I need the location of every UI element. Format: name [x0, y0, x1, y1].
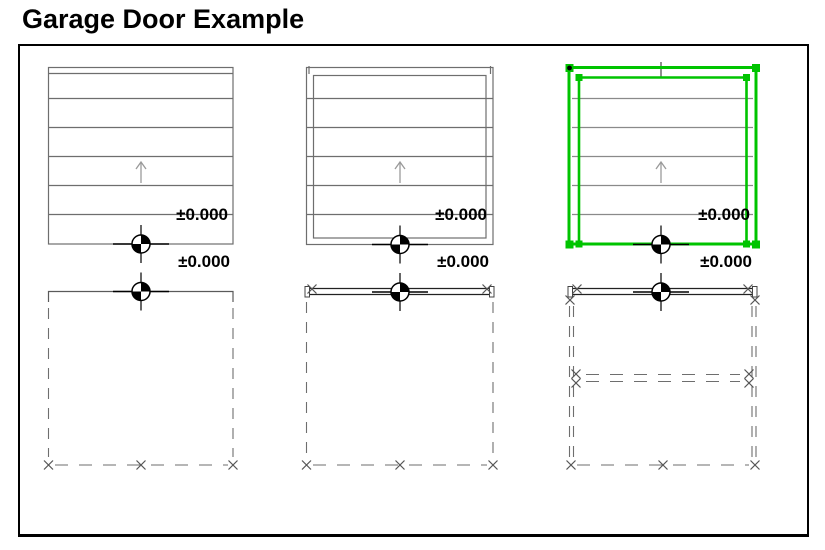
- page-title: Garage Door Example: [22, 4, 305, 34]
- drawing-canvas[interactable]: ±0.000 ±0.000 ±0.000: [20, 46, 807, 534]
- garage-door-symbol-framed[interactable]: ±0.000 ±0.000: [301, 66, 499, 471]
- door-elevation: ±0.000 ±0.000: [305, 66, 494, 271]
- door-elevation: ±0.000 ±0.000: [565, 62, 760, 271]
- garage-door-symbol-plain[interactable]: ±0.000 ±0.000: [43, 66, 239, 471]
- garage-door-symbol-selected[interactable]: ±0.000 ±0.000: [564, 62, 761, 471]
- door-plan-view: [564, 272, 761, 471]
- door-plan-view: [43, 271, 239, 471]
- x-mark-icon: [565, 459, 577, 471]
- level-label-upper: ±0.000: [435, 205, 487, 224]
- x-mark-icon: [743, 377, 755, 389]
- level-marker-icon: [371, 224, 429, 265]
- x-mark-icon: [570, 377, 582, 389]
- drawing-frame: ±0.000 ±0.000 ±0.000: [18, 44, 809, 537]
- up-arrow-icon: [394, 161, 406, 184]
- x-mark-icon: [227, 459, 239, 471]
- x-mark-icon: [570, 368, 582, 380]
- level-marker-icon: [112, 271, 170, 312]
- level-marker-icon: [632, 224, 690, 265]
- level-marker-icon: [112, 224, 170, 264]
- up-arrow-icon: [135, 161, 147, 184]
- level-marker-icon: [632, 272, 690, 312]
- level-label-lower: ±0.000: [700, 252, 752, 271]
- level-label-upper: ±0.000: [176, 205, 228, 224]
- door-elevation: ±0.000 ±0.000: [47, 66, 234, 271]
- door-plan-view: [301, 272, 499, 471]
- level-label-upper: ±0.000: [698, 205, 750, 224]
- x-mark-icon: [749, 459, 761, 471]
- selection-origin-dot: [567, 65, 572, 71]
- level-marker-icon: [371, 272, 429, 312]
- x-mark-icon: [301, 459, 312, 471]
- up-arrow-icon: [655, 161, 667, 184]
- level-label-lower: ±0.000: [178, 252, 230, 271]
- x-mark-icon: [487, 459, 499, 471]
- x-mark-icon: [43, 459, 54, 471]
- open-door-projection: [570, 368, 755, 389]
- level-label-lower: ±0.000: [437, 252, 489, 271]
